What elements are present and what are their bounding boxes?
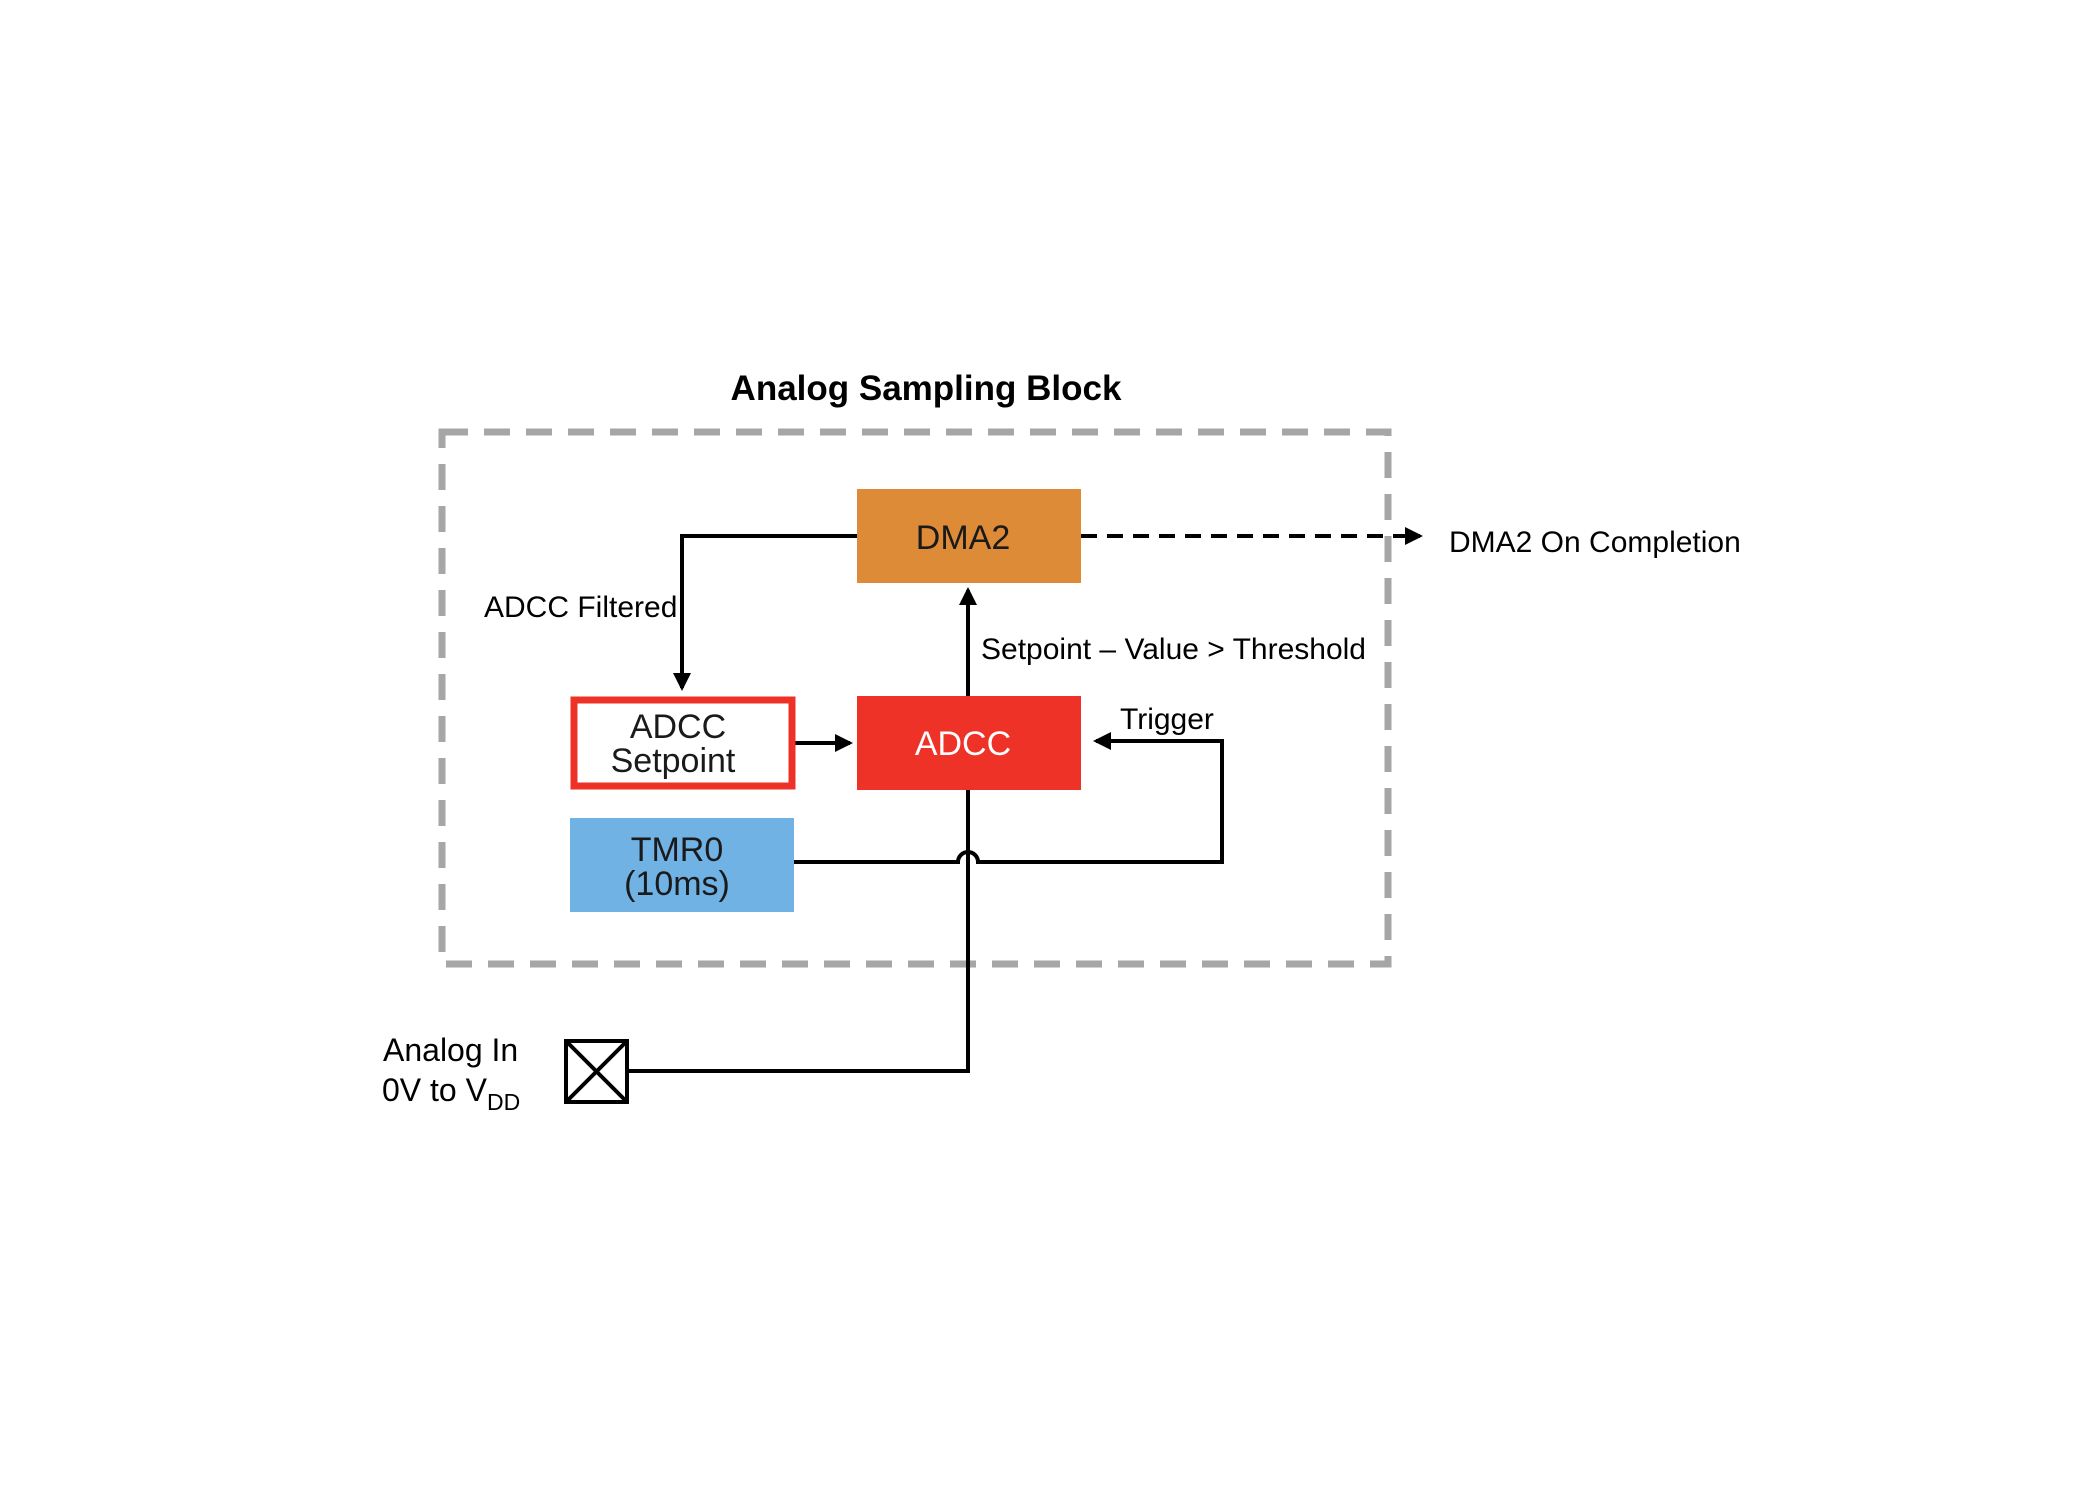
analog-in-label: Analog In — [383, 1032, 518, 1068]
adcc-setpoint-line1: ADCC — [630, 708, 726, 746]
adcc-label: ADCC — [915, 725, 1011, 763]
analog-in-range-main: 0V to V — [382, 1072, 488, 1108]
adcc-setpoint-block: ADCC Setpoint — [570, 696, 796, 790]
trigger-label: Trigger — [1120, 703, 1214, 736]
dma2-block: DMA2 — [857, 489, 1081, 583]
dma2-completion-label: DMA2 On Completion — [1449, 526, 1741, 559]
wire-analog-in-to-adcc — [627, 790, 970, 1073]
adcc-filtered-label: ADCC Filtered — [484, 591, 677, 624]
tmr0-block: TMR0 (10ms) — [570, 818, 794, 912]
analog-in-range-label: 0V to VDD — [382, 1072, 520, 1115]
wires — [627, 527, 1423, 1073]
analog-sampling-boundary — [438, 428, 1392, 968]
wire-dma2-to-setpoint — [673, 534, 857, 691]
adcc-block: ADCC — [857, 696, 1081, 790]
tmr0-line2: (10ms) — [624, 865, 730, 903]
threshold-label: Setpoint – Value > Threshold — [981, 633, 1366, 666]
diagram-title: Analog Sampling Block — [731, 369, 1122, 408]
pin-x-box-icon — [564, 1039, 629, 1104]
dma2-label: DMA2 — [916, 519, 1010, 557]
adcc-setpoint-line2: Setpoint — [611, 742, 736, 780]
wire-tmr0-trigger — [794, 732, 1224, 864]
analog-in-range-sub: DD — [487, 1089, 520, 1115]
tmr0-line1: TMR0 — [631, 831, 724, 869]
